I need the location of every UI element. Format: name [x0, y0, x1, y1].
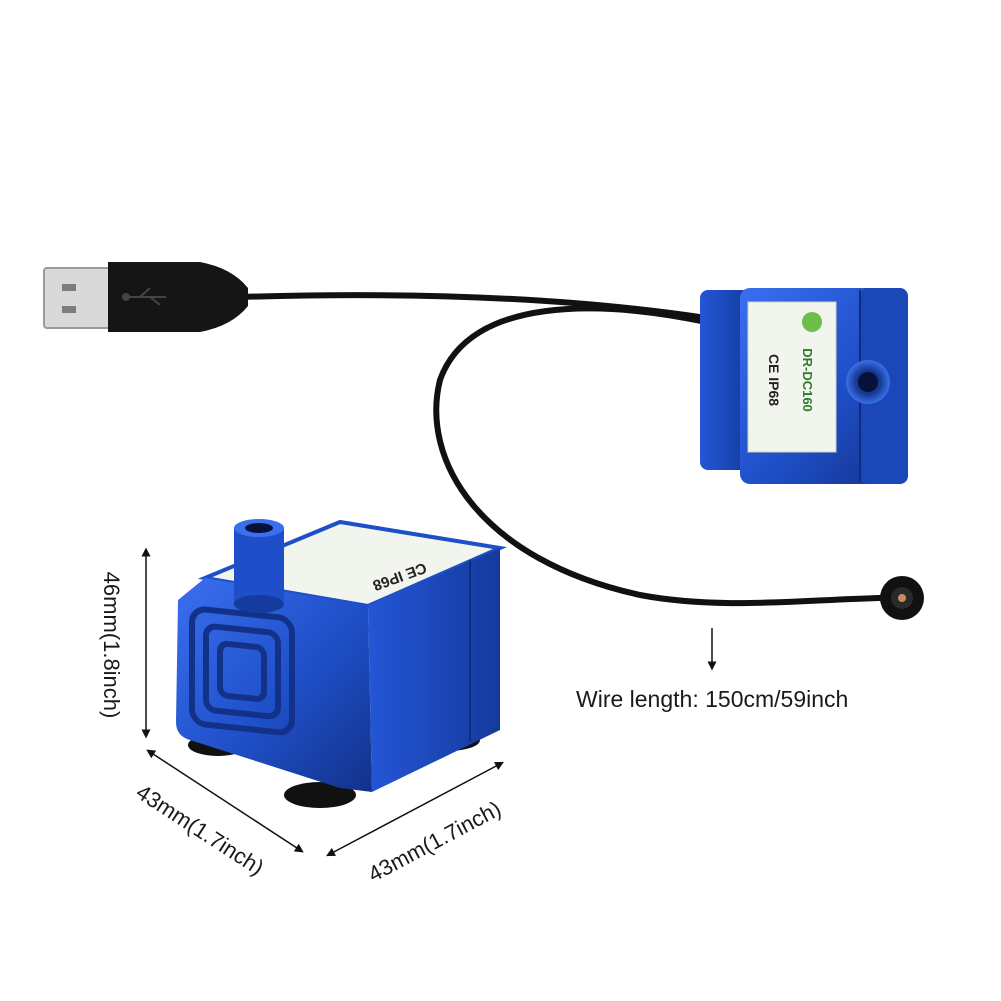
- intake-grille-icon: [189, 606, 295, 736]
- pump-front-view: CE IP68: [176, 519, 507, 808]
- power-cable: [237, 292, 883, 607]
- width-dimension: 43mm(1.7inch): [132, 749, 304, 880]
- side-label-marks: CE IP68: [766, 354, 782, 406]
- wire-length-label: Wire length: 150cm/59inch: [576, 686, 849, 712]
- usb-plug: [43, 262, 248, 332]
- side-label-model: DR-DC160: [800, 348, 815, 412]
- width-label: 43mm(1.7inch): [132, 779, 269, 880]
- pump-side-view: DR-DC160 CE IP68: [700, 288, 908, 484]
- cable-end-connector: [880, 576, 924, 620]
- height-dimension: 46mm(1.8inch): [99, 547, 151, 739]
- depth-label: 43mm(1.7inch): [364, 796, 505, 887]
- usb-symbol-icon: [122, 287, 166, 306]
- height-label: 46mm(1.8inch): [99, 572, 124, 719]
